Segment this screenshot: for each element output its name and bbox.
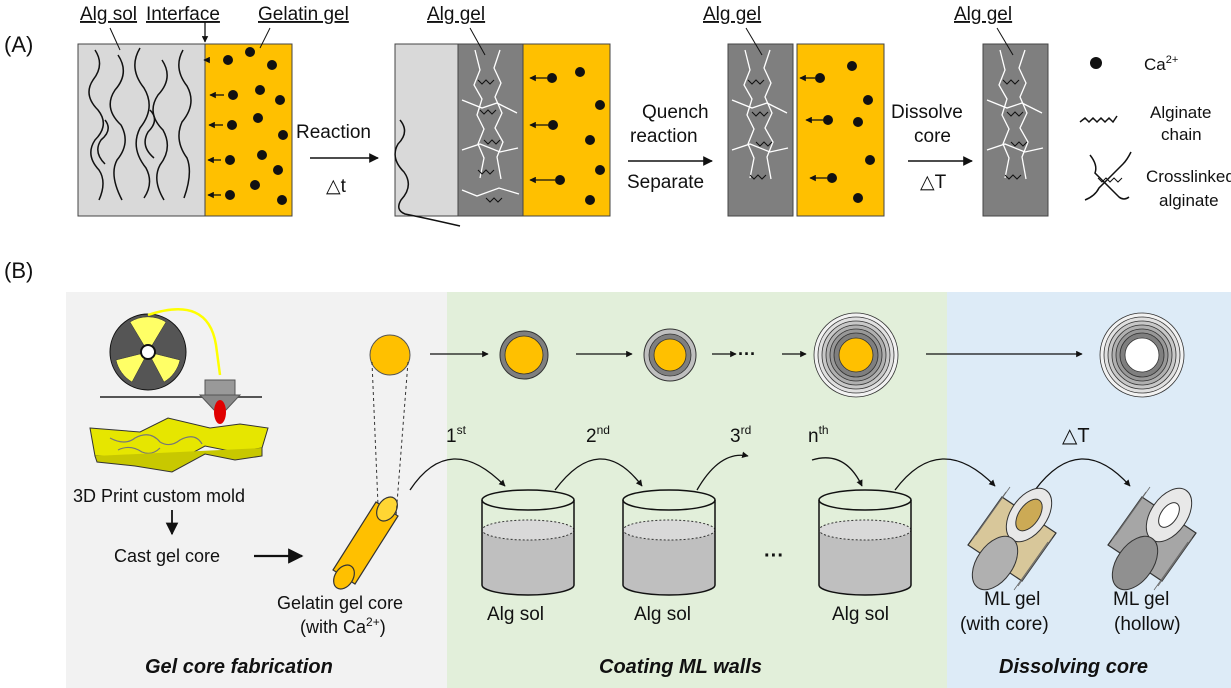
core-cross-section: [369, 334, 411, 376]
panel-b-label: (B): [4, 258, 33, 283]
print-nozzle-icon: [198, 379, 242, 424]
stage-1-alg-sol-region: [77, 43, 206, 217]
label-2nd: 2nd: [586, 423, 610, 447]
beaker-1: [481, 489, 575, 596]
legend-crosslinked-label: Crosslinked: [1146, 167, 1231, 186]
spool-icon: [109, 313, 187, 391]
label-alg-sol-3: Alg sol: [832, 604, 889, 625]
cross-section-2-layers: [643, 328, 697, 382]
legend-ca-dot: [1090, 57, 1102, 69]
label-3d-print: 3D Print custom mold: [73, 486, 245, 506]
label-delta-t: △t: [326, 176, 347, 197]
section-title-dissolve: Dissolving core: [999, 656, 1148, 678]
label-dissolve: Dissolve: [891, 102, 963, 123]
label-quench: Quench: [642, 102, 709, 123]
label-quench-reaction: reaction: [630, 126, 698, 147]
curved-arrow-5: [894, 458, 996, 491]
label-delta-T-b: △T: [1062, 425, 1090, 447]
label-alg-sol: Alg sol: [80, 4, 137, 25]
ml-gel-hollow-cylinder: [1107, 486, 1197, 591]
label-3rd: 3rd: [730, 423, 751, 447]
cross-section-n-layers: [813, 312, 899, 398]
legend-alginate-label: Alginate: [1150, 103, 1211, 122]
label-ml-gel-core: ML gel: [984, 589, 1040, 610]
cross-section-hollow: [1099, 312, 1185, 398]
label-alg-gel-1: Alg gel: [427, 4, 485, 25]
label-interface: Interface: [146, 4, 220, 25]
label-with-core: (with core): [960, 614, 1049, 635]
stage-1-gelatin-gel-region: [204, 43, 293, 217]
ml-gel-with-core-cylinder: [967, 486, 1057, 591]
legend-ca-label: Ca2+: [1144, 54, 1178, 74]
dots-top: ···: [738, 344, 756, 364]
stage-3-separated: [727, 43, 885, 217]
label-delta-T-a: △T: [920, 172, 947, 193]
label-1st: 1st: [446, 423, 467, 447]
label-ml-gel-hollow: ML gel: [1113, 589, 1169, 610]
legend-chain-label: chain: [1161, 125, 1202, 144]
label-alg-gel-3: Alg gel: [954, 4, 1012, 25]
label-separate: Separate: [627, 172, 704, 193]
legend-alginate-label-2: alginate: [1159, 191, 1219, 210]
label-with-ca: (with Ca2+): [300, 615, 386, 637]
curved-arrow-3: [696, 451, 749, 491]
label-gelatin-core: Gelatin gel core: [277, 593, 403, 613]
label-alg-sol-1: Alg sol: [487, 604, 544, 625]
curved-arrow-1: [409, 458, 506, 491]
legend-crosslinked-icon: [1084, 151, 1132, 201]
section-title-fab: Gel core fabrication: [145, 656, 333, 678]
label-hollow: (hollow): [1114, 614, 1181, 635]
label-gelatin-gel: Gelatin gel: [258, 4, 349, 25]
filament-line: [147, 308, 222, 376]
curved-arrow-6: [1034, 458, 1131, 491]
label-alg-gel-2: Alg gel: [703, 4, 761, 25]
curved-arrow-4: [811, 457, 863, 487]
dots-bottom: ···: [764, 545, 784, 567]
gelatin-core-cylinder: [332, 496, 399, 590]
curved-arrow-2: [554, 458, 643, 491]
section-title-coat: Coating ML walls: [599, 656, 762, 678]
beaker-n: [818, 489, 912, 596]
label-nth: nth: [808, 423, 829, 447]
label-alg-sol-2: Alg sol: [634, 604, 691, 625]
label-dissolve-core: core: [914, 126, 951, 147]
stage-4-alg-gel: [982, 43, 1049, 217]
cross-section-1-layer: [499, 330, 549, 380]
stage-2-reacting: [394, 43, 611, 227]
label-reaction: Reaction: [296, 122, 371, 143]
printed-mold-icon: [89, 417, 269, 473]
legend-alginate-chain-icon: [1079, 115, 1118, 124]
beaker-2: [622, 489, 716, 596]
label-cast-core: Cast gel core: [114, 546, 220, 566]
panel-a-label: (A): [4, 32, 33, 57]
